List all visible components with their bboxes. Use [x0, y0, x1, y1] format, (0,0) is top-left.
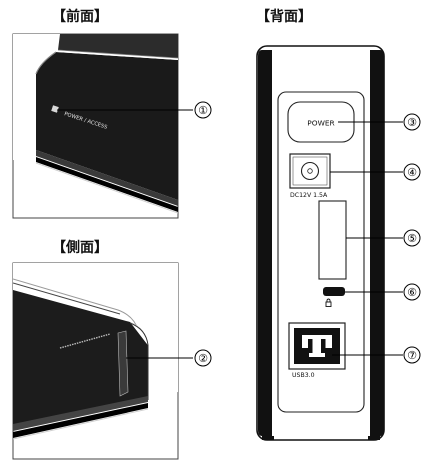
back-heading: 【背面】: [256, 9, 312, 25]
usb-port-label: USB3.0: [292, 372, 315, 379]
vent-slot: [318, 200, 347, 280]
callout-badge-7-number: ⑦: [407, 349, 417, 362]
callout-badge-6-number: ⑥: [407, 286, 417, 299]
side-device-body: [13, 290, 148, 430]
front-heading: 【前面】: [52, 9, 108, 25]
back-view: POWER DC12V 1.5A USB3.0: [256, 45, 403, 441]
power-access-led: [51, 105, 59, 113]
callout-badge-2-number: ②: [198, 352, 208, 365]
callout-badge-1-number: ①: [198, 104, 208, 117]
callout-badge-4: ④: [403, 163, 421, 181]
callout-badge-6: ⑥: [403, 283, 421, 301]
callout-badge-3: ③: [403, 113, 421, 131]
side-heading: 【側面】: [52, 240, 108, 256]
callout-badge-4-number: ④: [407, 166, 417, 179]
front-device-face: [36, 52, 178, 200]
callout-badge-3-number: ③: [407, 116, 417, 129]
callout-badge-5-number: ⑤: [407, 232, 417, 245]
callout-badge-2: ②: [194, 349, 212, 367]
lock-icon: [325, 298, 332, 307]
callout-badge-7: ⑦: [403, 346, 421, 364]
callout-badge-5: ⑤: [403, 229, 421, 247]
dc-jack-label: DC12V 1.5A: [290, 192, 328, 199]
security-slot: [323, 287, 345, 296]
side-device-top: [13, 263, 178, 348]
callout-badge-1: ①: [194, 101, 212, 119]
power-button-label: POWER: [307, 119, 334, 128]
side-view: [12, 262, 193, 460]
front-view: POWER / ACCESS: [12, 33, 193, 219]
